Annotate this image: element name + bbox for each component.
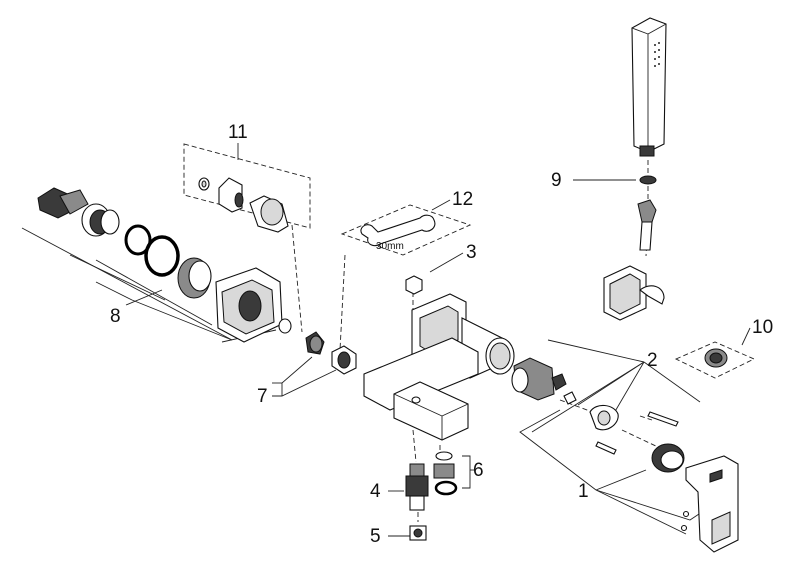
box-12: [340, 204, 472, 256]
box-10: [674, 341, 756, 379]
callout-4: 4: [370, 481, 381, 502]
part-5-aerator: [409, 525, 427, 541]
part-7-connection-nuts: [305, 331, 357, 375]
mixer-body: [363, 293, 515, 441]
part-10-adapter: [704, 348, 728, 368]
part-4-diverter: [405, 463, 429, 511]
part-6-seals: [433, 451, 458, 496]
callout-8: 8: [110, 306, 121, 327]
hand-shower: [631, 17, 667, 157]
callout-11: 11: [228, 122, 248, 143]
callout-3: 3: [466, 242, 477, 263]
leader-lines: [21, 143, 751, 537]
callout-5: 5: [370, 526, 381, 547]
shower-holder: [603, 265, 665, 321]
part-2-cartridge: [511, 357, 679, 455]
callout-10: 10: [752, 317, 773, 338]
callout-6: 6: [473, 460, 484, 481]
part-8-wall-connection: [37, 187, 292, 343]
callout-12: 12: [452, 189, 473, 210]
part-1-handle-lever: [651, 443, 739, 553]
callout-2: 2: [647, 350, 658, 371]
box-11: [183, 143, 311, 229]
part-11-extension-set: [198, 177, 289, 233]
wrench-size-label: 30mm: [376, 241, 404, 252]
callout-9: 9: [551, 170, 562, 191]
part-3-plug: [405, 275, 423, 295]
callout-1: 1: [578, 481, 589, 502]
part-12-wrench: 30mm: [360, 214, 436, 252]
part-9-washer: [639, 175, 657, 185]
shower-hose: [637, 199, 657, 251]
callout-7: 7: [257, 386, 268, 407]
